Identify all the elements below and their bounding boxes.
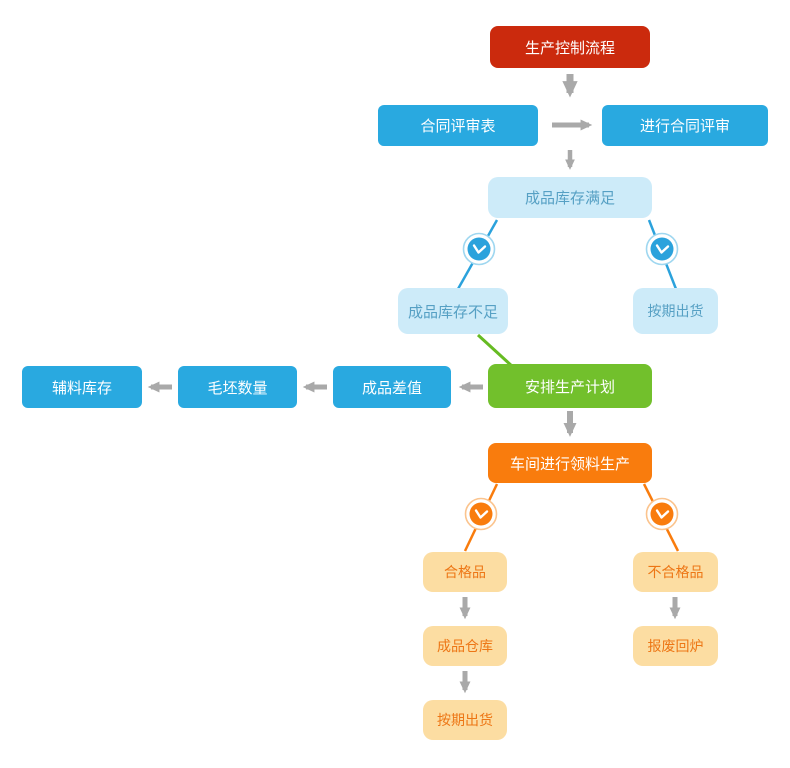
clock-icon: [645, 232, 679, 266]
node-stock-insufficient: 成品库存不足: [398, 288, 508, 334]
node-ship-on-time-top: 按期出货: [633, 288, 718, 334]
node-ship-on-time-bottom: 按期出货: [423, 700, 507, 740]
clock-icon: [462, 232, 496, 266]
node-workshop-production: 车间进行领料生产: [488, 443, 652, 483]
node-blank-qty: 毛坯数量: [178, 366, 297, 408]
node-product-diff: 成品差值: [333, 366, 451, 408]
node-production-control: 生产控制流程: [490, 26, 650, 68]
node-contract-form: 合同评审表: [378, 105, 538, 146]
node-unqualified: 不合格品: [633, 552, 718, 592]
clock-icon: [645, 497, 679, 531]
node-product-warehouse: 成品仓库: [423, 626, 507, 666]
node-aux-stock: 辅料库存: [22, 366, 142, 408]
node-production-plan: 安排生产计划: [488, 364, 652, 408]
node-scrap-remelt: 报废回炉: [633, 626, 718, 666]
node-contract-review: 进行合同评审: [602, 105, 768, 146]
clock-icon: [464, 497, 498, 531]
node-stock-sufficient: 成品库存满足: [488, 177, 652, 218]
node-qualified: 合格品: [423, 552, 507, 592]
